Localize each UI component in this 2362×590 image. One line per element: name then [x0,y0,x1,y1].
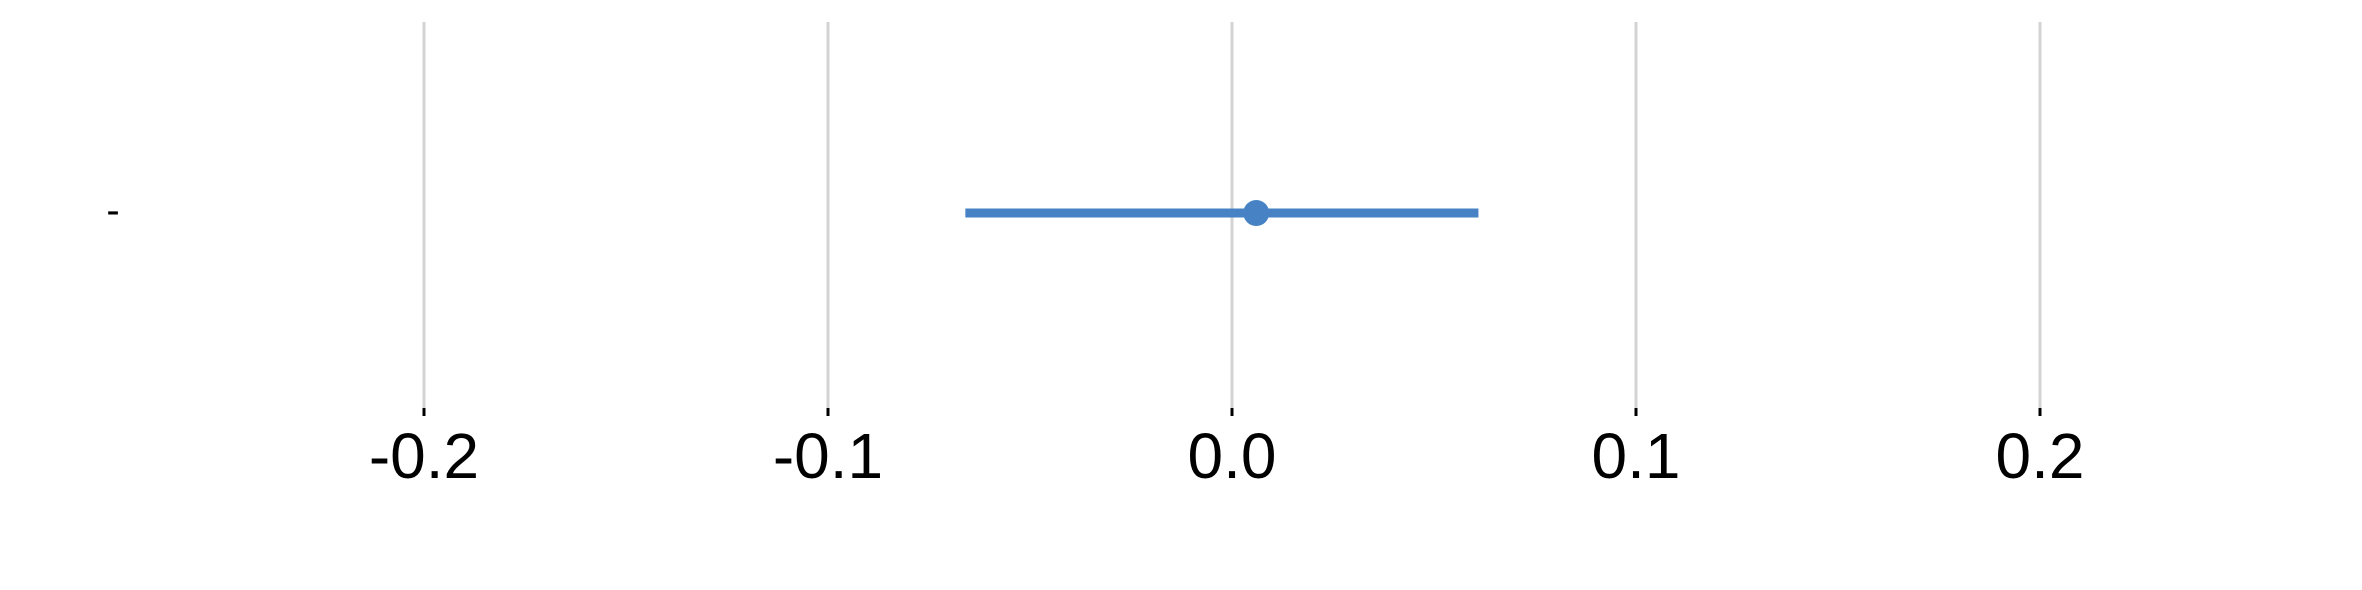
x-tick-label: 0.0 [1188,420,1277,492]
x-tick-label: -0.1 [773,420,883,492]
x-tick-label: 0.1 [1592,420,1681,492]
mark-layer [965,200,1479,226]
point-estimate [1243,200,1270,226]
x-tick-label: -0.2 [369,420,479,492]
row-label: - [106,189,119,233]
x-tick-label: 0.2 [1996,420,2085,492]
label-layer: -0.2 -0.1 0.0 0.1 0.2 - [106,189,2084,492]
tick-layer [422,408,2042,416]
